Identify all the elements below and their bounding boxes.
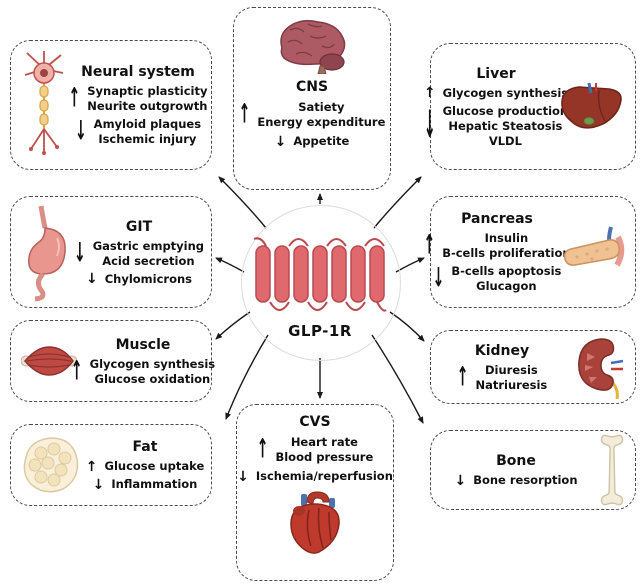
down-arrow-icon: ↓	[423, 104, 436, 148]
panel-liver: Liver ↑ Glycogen synthesis ↓ Glucose pro…	[424, 43, 636, 170]
arrow-to-pancreas	[395, 257, 425, 273]
adipose-tissue-icon	[23, 437, 79, 493]
effect-group: ↓ Gastric emptying Acid secretion	[74, 239, 204, 269]
effect-item: Amyloid plaques	[93, 117, 202, 131]
neuron-icon	[24, 51, 64, 155]
effect-item: Diuresis	[484, 362, 538, 377]
stomach-icon	[28, 205, 66, 302]
glp1r-receptor-icon	[253, 237, 387, 312]
bone-icon	[600, 434, 624, 506]
arrow-to-git	[215, 257, 245, 273]
effect-item: Neurite outgrowth	[87, 99, 208, 113]
effect-item: Satiety	[298, 100, 345, 114]
down-arrow-icon: ↓	[85, 271, 98, 287]
effect-item: Energy expenditure	[257, 115, 386, 129]
effect-group: ↓ Appetite	[275, 134, 350, 149]
effect-item: Ischemia/reperfusion	[255, 469, 393, 483]
up-arrow-icon: ↑	[70, 356, 83, 387]
effect-item: Glucose uptake	[104, 459, 205, 473]
effect-item: Glucose oxidation	[94, 371, 211, 386]
effect-item: Heart rate	[290, 435, 358, 449]
panel-pancreas: Pancreas ↑ Insulin B-cells proliferation…	[423, 196, 636, 308]
effect-item: Insulin	[484, 231, 529, 245]
effect-item: VLDL	[488, 133, 522, 148]
panel-kidney: Kidney ↑ Diuresis Natriuresis	[430, 330, 636, 404]
down-arrow-icon: ↓	[92, 476, 105, 493]
panel-title: Pancreas	[461, 211, 533, 227]
effect-item: Chylomicrons	[104, 271, 193, 286]
effect-group: ↓ Chylomicrons	[86, 272, 192, 287]
effect-group: ↑ Insulin B-cells proliferation	[423, 231, 570, 261]
effect-group: ↑ Heart rate Blood pressure	[257, 435, 374, 465]
receptor-label: GLP-1R	[288, 322, 352, 340]
effect-group: ↑ Glucose uptake	[86, 459, 204, 474]
arrow-to-kidney	[389, 311, 425, 342]
down-arrow-icon: ↓	[454, 472, 467, 489]
brain-icon	[280, 19, 346, 74]
effect-group: ↑ Diuresis Natriuresis	[457, 363, 548, 393]
panel-cns: CNS ↑ Satiety Energy expenditure ↓ Appet…	[233, 7, 391, 190]
panel-title: CVS	[299, 414, 331, 430]
effect-group: ↑ Synaptic plasticity Neurite outgrowth	[69, 84, 208, 114]
panel-muscle: Muscle ↑ Glycogen synthesis Glucose oxid…	[10, 320, 215, 402]
liver-icon	[561, 82, 622, 129]
panel-fat: Fat ↑ Glucose uptake ↓ Inflammation	[10, 424, 212, 506]
panel-title: Neural system	[81, 64, 195, 80]
effect-item: Acid secretion	[102, 253, 195, 268]
effect-item: B-cells proliferation	[442, 246, 571, 260]
effect-group: ↓ B-cells apoptosis Glucagon	[433, 264, 562, 294]
effect-item: Natriuresis	[475, 377, 548, 392]
effect-item: Ischemic injury	[98, 132, 197, 146]
effect-item: Bone resorption	[473, 473, 578, 487]
effect-item: Glycogen synthesis	[89, 356, 216, 371]
effect-item: Glucagon	[476, 279, 537, 293]
effect-item: Hepatic Steatosis	[448, 118, 563, 133]
up-arrow-icon: ↑	[456, 362, 469, 393]
effect-group: ↓ Ischemia/reperfusion	[237, 469, 393, 484]
panel-git: GIT ↓ Gastric emptying Acid secretion ↓ …	[10, 196, 212, 308]
effect-group: ↑ Satiety Energy expenditure	[239, 100, 386, 130]
up-arrow-icon: ↑	[238, 99, 251, 131]
panel-title: CNS	[295, 79, 329, 95]
up-arrow-icon: ↑	[256, 434, 269, 466]
effect-item: Inflammation	[111, 477, 198, 491]
effect-group: ↓ Glucose production Hepatic Steatosis V…	[424, 104, 568, 149]
effect-group: ↑ Glycogen synthesis Glucose oxidation	[71, 357, 215, 387]
pancreas-icon	[563, 226, 625, 267]
up-arrow-icon: ↑	[68, 83, 81, 115]
up-arrow-icon: ↑	[85, 458, 98, 475]
muscle-icon	[21, 346, 77, 376]
effect-item: Gastric emptying	[92, 238, 205, 253]
panel-title: Liver	[476, 65, 516, 82]
panel-neural-system: Neural system ↑ Synaptic plasticity Neur…	[10, 40, 212, 170]
up-arrow-icon: ↑	[423, 230, 436, 262]
up-arrow-icon: ↑	[423, 85, 436, 101]
effect-item: Glucose production	[442, 103, 569, 118]
receptor-ring	[241, 205, 401, 361]
effect-group: ↑ Glycogen synthesis	[424, 86, 568, 101]
effect-item: B-cells apoptosis	[451, 264, 562, 278]
panel-title: GIT	[125, 218, 153, 235]
effect-item: Glycogen synthesis	[442, 85, 569, 100]
down-arrow-icon: ↓	[432, 263, 445, 295]
effect-item: Appetite	[293, 134, 350, 148]
heart-icon	[290, 491, 340, 554]
panel-title: Muscle	[115, 336, 171, 353]
effect-item: Blood pressure	[275, 450, 374, 464]
down-arrow-icon: ↓	[74, 116, 87, 148]
effect-item: Synaptic plasticity	[87, 84, 208, 98]
panel-bone: Bone ↓ Bone resorption	[430, 430, 636, 510]
effect-group: ↓ Inflammation	[93, 477, 198, 492]
down-arrow-icon: ↓	[73, 238, 86, 269]
panel-title: Kidney	[474, 342, 530, 359]
down-arrow-icon: ↓	[237, 468, 249, 485]
panel-title: Bone	[496, 453, 536, 469]
down-arrow-icon: ↓	[274, 133, 287, 150]
effect-group: ↓ Bone resorption	[454, 473, 577, 488]
kidney-icon	[578, 338, 624, 399]
arrow-to-muscle	[215, 311, 251, 340]
effect-group: ↓ Amyloid plaques Ischemic injury	[75, 117, 201, 147]
panel-title: Fat	[132, 439, 158, 455]
panel-cvs: CVS ↑ Heart rate Blood pressure ↓ Ischem…	[236, 404, 394, 581]
